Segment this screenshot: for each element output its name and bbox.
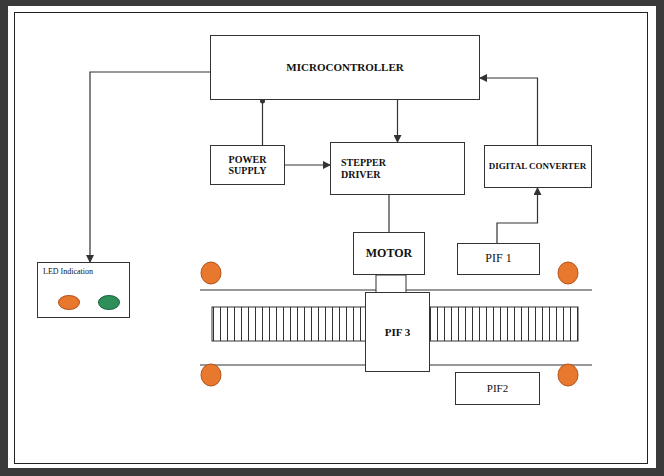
indicator-box: LED Indication bbox=[37, 262, 130, 318]
corner-sensor bbox=[558, 364, 578, 386]
led-lamp bbox=[98, 295, 120, 310]
box-label: LED Indication bbox=[43, 267, 93, 276]
box-label: MOTOR bbox=[366, 247, 412, 261]
controller-box: MICROCONTROLLER bbox=[210, 35, 480, 100]
signal-line bbox=[497, 188, 538, 243]
sensor-box: PIF 1 bbox=[457, 243, 540, 275]
box-label: PIF 3 bbox=[385, 326, 411, 339]
signal-line bbox=[262, 100, 263, 145]
signal-line bbox=[388, 195, 389, 232]
led-lamp bbox=[58, 295, 80, 310]
motor-box: MOTOR bbox=[353, 232, 425, 275]
box-label: STEPPER DRIVER bbox=[341, 157, 403, 180]
corner-sensor bbox=[558, 262, 578, 284]
carriage-box: PIF 3 bbox=[365, 292, 430, 372]
box-label: DIGITAL CONVERTER bbox=[489, 161, 586, 171]
corner-sensor bbox=[201, 262, 221, 284]
converter-box: DIGITAL CONVERTER bbox=[484, 145, 592, 188]
box-label: PIF2 bbox=[487, 382, 508, 395]
corner-sensor bbox=[201, 364, 221, 386]
signal-line bbox=[285, 164, 330, 165]
signal-line bbox=[397, 100, 398, 142]
box-label: MICROCONTROLLER bbox=[286, 61, 403, 74]
driver-box: STEPPER DRIVER bbox=[330, 142, 465, 195]
signal-line bbox=[480, 78, 538, 145]
box-label: PIF 1 bbox=[485, 252, 511, 266]
box-label: POWER SUPPLY bbox=[217, 154, 279, 177]
signal-line bbox=[90, 72, 210, 262]
sensor-box: PIF2 bbox=[455, 372, 540, 405]
power-box: POWER SUPPLY bbox=[210, 145, 285, 185]
